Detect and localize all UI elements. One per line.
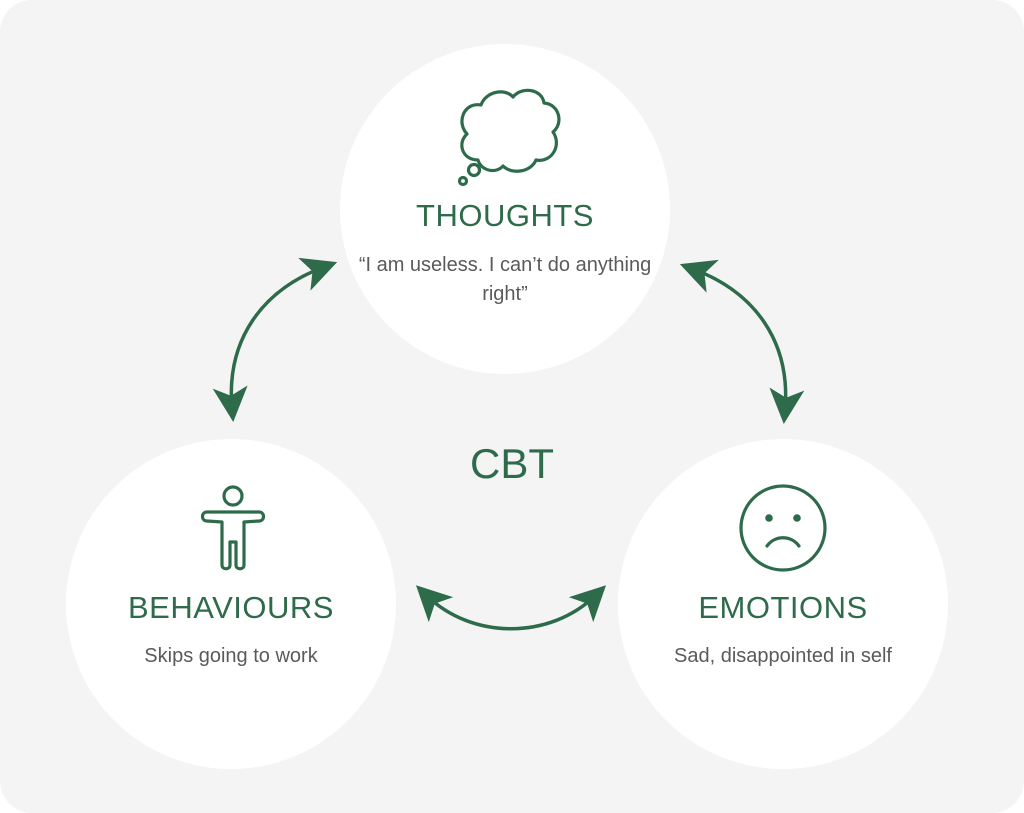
arrow-thoughts-behaviours [212,257,338,422]
thought-bubble-icon [457,88,561,187]
center-label: CBT [470,440,554,487]
emotions-text: Sad, disappointed in self [674,645,892,667]
thoughts-text: “I am useless. I can’t do anything right… [358,254,652,305]
arrow-thoughts-emotions [679,259,805,424]
arrow-behaviours-emotions [415,585,607,631]
emotions-circle [618,439,948,769]
behaviours-circle [66,439,396,769]
behaviours-title: BEHAVIOURS [128,590,334,625]
emotions-title: EMOTIONS [698,590,868,625]
sad-face-icon [739,484,827,572]
person-icon [200,485,266,571]
thoughts-title: THOUGHTS [416,198,594,233]
thoughts-circle [340,44,670,374]
behaviours-text: Skips going to work [144,645,318,667]
